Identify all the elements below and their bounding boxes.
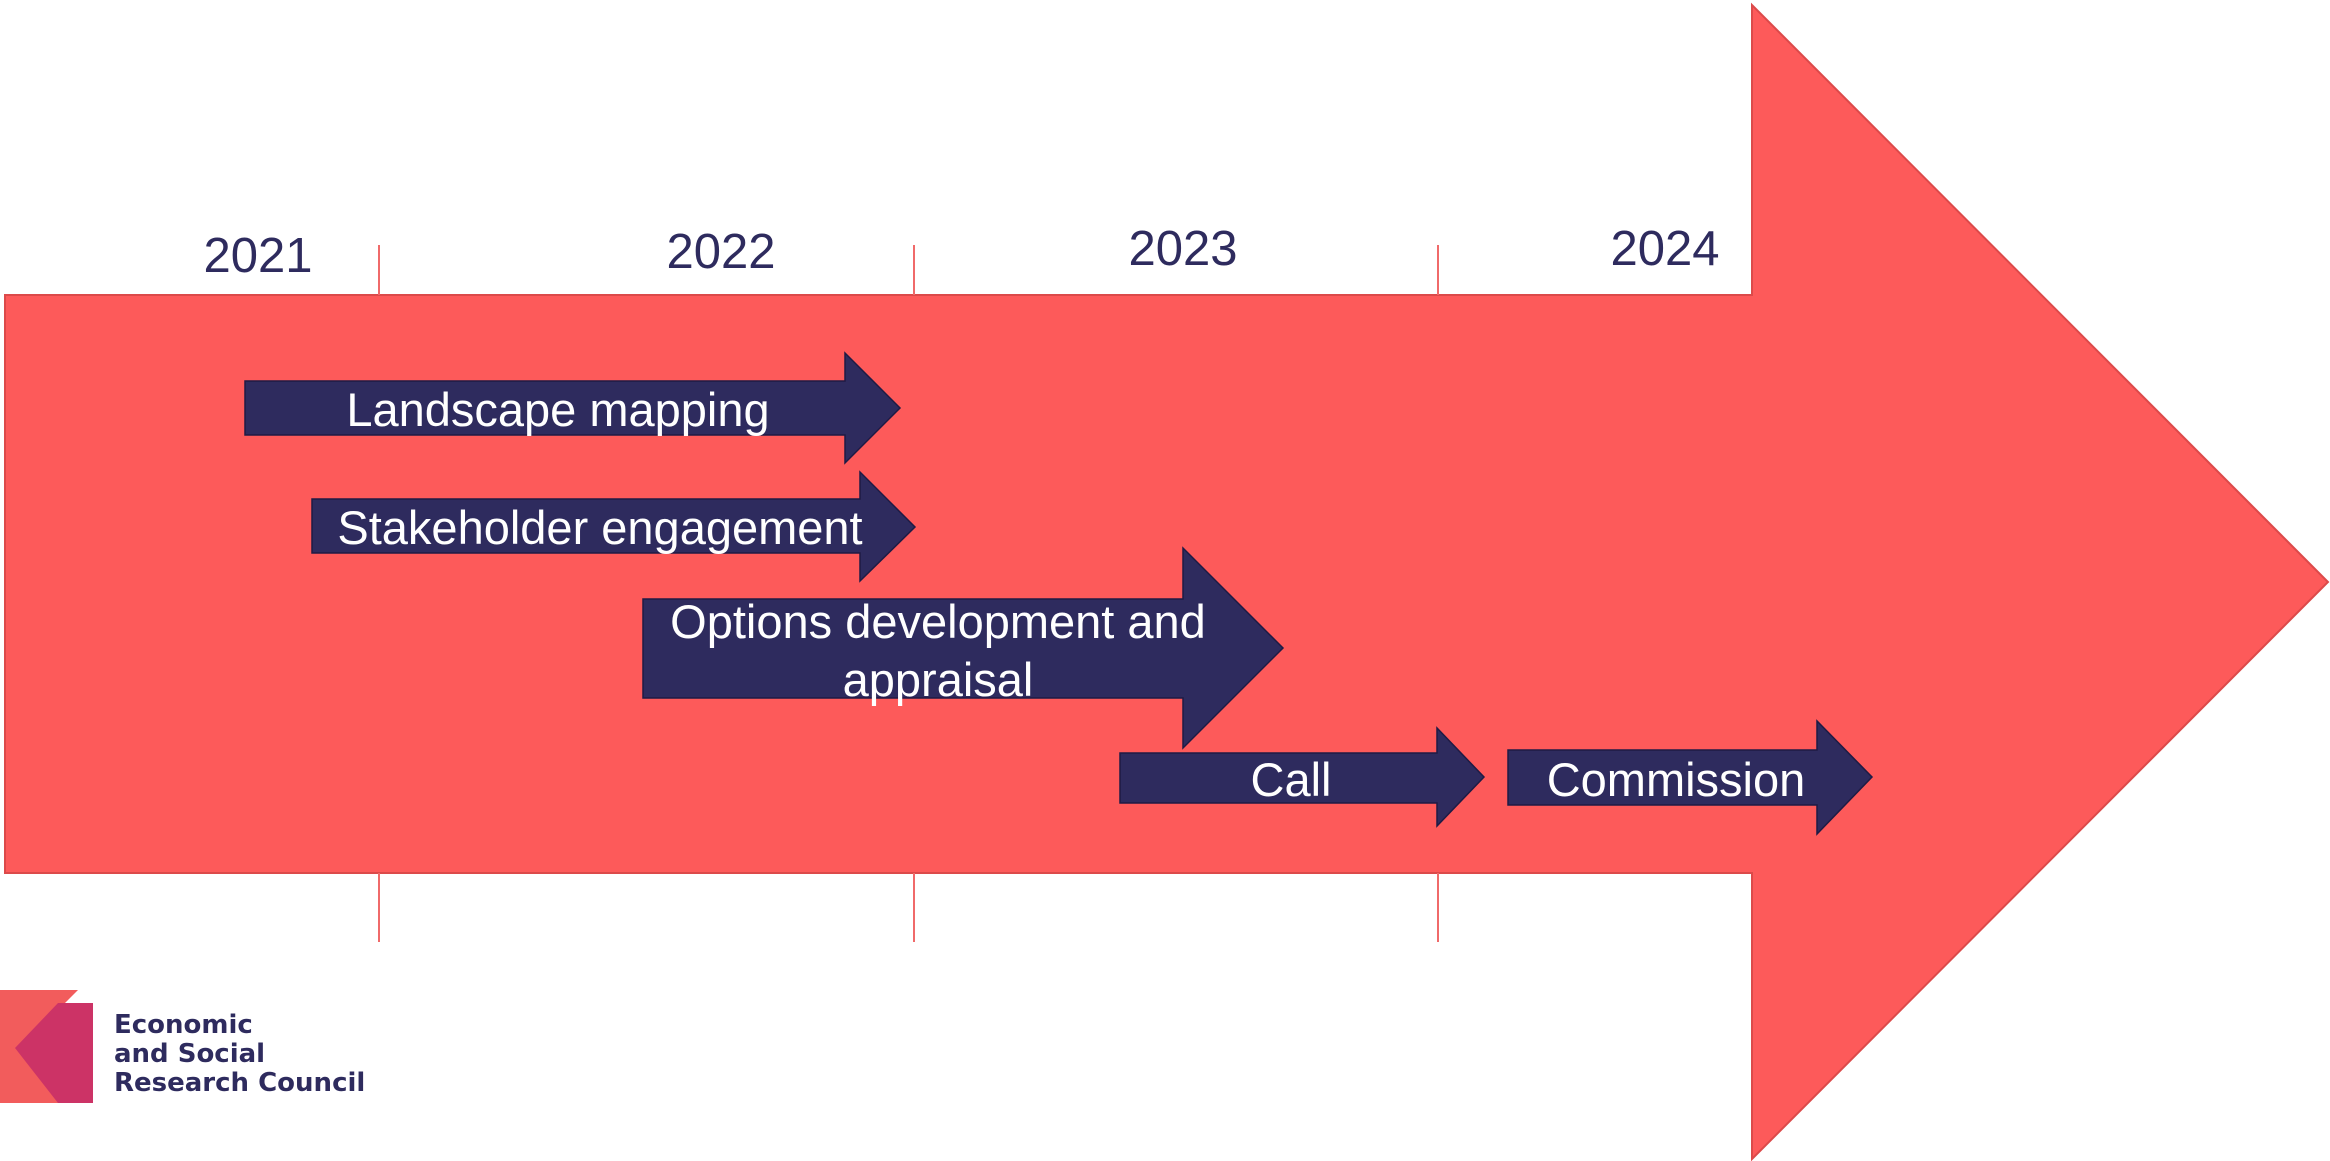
- task-label: appraisal: [843, 653, 1034, 706]
- logo-text-line: and Social: [114, 1039, 265, 1069]
- task-call: Call: [1119, 726, 1486, 828]
- task-label: Landscape mapping: [346, 383, 769, 436]
- task-label: Call: [1251, 753, 1332, 806]
- esrc-logo: Economic and Social Research Council: [0, 990, 365, 1103]
- logo-text-line: Economic: [114, 1010, 253, 1040]
- year-label: 2021: [203, 229, 312, 283]
- year-label: 2023: [1128, 222, 1237, 276]
- task-label: Options development and: [670, 595, 1206, 648]
- timeline-big-arrow: [4, 2, 2330, 1161]
- logo-mark-dark: [15, 1003, 93, 1103]
- task-label: Commission: [1547, 753, 1806, 806]
- task-arrow-shape: [311, 470, 917, 583]
- year-label: 2024: [1610, 222, 1719, 276]
- task-arrow-shape: [1119, 726, 1486, 828]
- task-stakeholder-engagement: Stakeholder engagement: [311, 470, 917, 583]
- logo-text-line: Research Council: [114, 1068, 365, 1098]
- task-label: Stakeholder engagement: [337, 501, 862, 554]
- year-dividers: [378, 245, 1439, 942]
- task-landscape-mapping: Landscape mapping: [244, 351, 902, 465]
- year-labels: 2021 2022 2023 2024: [203, 222, 1719, 283]
- task-arrow-shape: [244, 351, 902, 465]
- task-options-development: Options development and appraisal: [642, 546, 1285, 750]
- task-commission: Commission: [1507, 719, 1874, 836]
- year-label: 2022: [666, 225, 775, 279]
- task-arrow-shape: [1507, 719, 1874, 836]
- task-arrow-shape: [642, 546, 1285, 750]
